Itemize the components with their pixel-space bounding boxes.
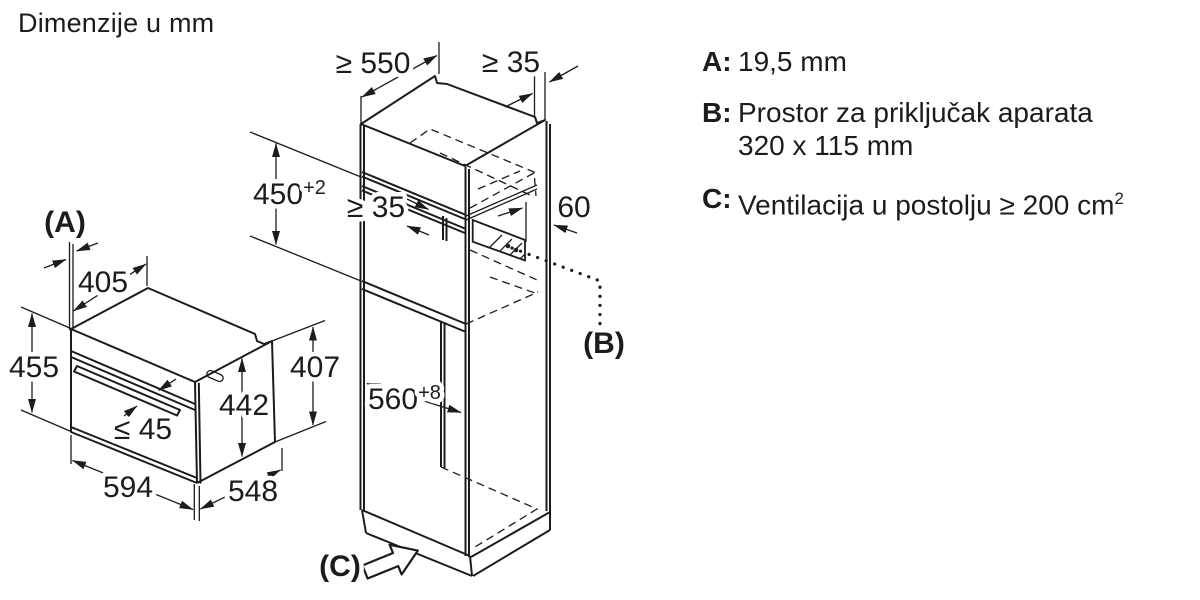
- legend-value-a: 19,5 mm: [738, 46, 847, 77]
- handle-depth-label: ≤ 45: [114, 413, 172, 446]
- cabinet-depth-dimension: [360, 42, 440, 126]
- legend-value-b-line1: Prostor za priključak aparata: [738, 97, 1093, 128]
- overhang-a-dimension: [43, 242, 99, 331]
- cabinet-depth-label: ≥ 550: [336, 47, 411, 80]
- legend-value-c-sup: 2: [1114, 189, 1124, 208]
- rear-gap-60-label: 60: [557, 191, 590, 224]
- rear-gap-60-dimension: [553, 224, 578, 234]
- cabinet-interior-lines: [465, 184, 538, 221]
- oven-width-dimension: [70, 435, 200, 521]
- niche-rear-gap-label: ≥ 35: [347, 191, 405, 224]
- cabinet-top-gap-dimension: [504, 65, 579, 120]
- legend-key-b: B:: [702, 97, 732, 128]
- cabinet-hidden-lines: [409, 128, 539, 548]
- oven-depth-label: 548: [228, 475, 278, 508]
- cabinet-drawing: ≥ 550 ≥ 35 450+2 ≥ 35 60 560+8 (B) (C): [249, 42, 630, 588]
- legend-value-b: Prostor za priključak aparata 320 x 115 …: [738, 96, 1093, 162]
- oven-left-height-dimension: [20, 306, 72, 433]
- oven-top-depth-label: 405: [78, 266, 128, 299]
- page-title: Dimenzije u mm: [18, 8, 215, 38]
- side-grip-recess: [206, 369, 224, 383]
- legend-key-a: A:: [702, 46, 732, 77]
- legend-key-c: C:: [702, 183, 732, 214]
- cabinet-outline: [359, 75, 551, 577]
- legend-item-c: C: Ventilacija u postolju ≥ 200 cm2: [702, 182, 1124, 221]
- niche-height-dimension: [249, 131, 362, 282]
- oven-drawing: (A) 405 455 442 407 ≤ 45 594 548: [4, 202, 345, 521]
- niche-width-label: 560+8: [368, 382, 441, 416]
- oven-depth-dimension: [200, 448, 283, 510]
- oven-left-height-label: 455: [9, 351, 59, 384]
- handle-depth-dimension: [123, 378, 177, 418]
- legend-value-c-text: Ventilacija u postolju ≥ 200 cm: [738, 189, 1115, 221]
- oven-top-depth-dimension: [73, 256, 148, 312]
- label-c: (C): [319, 550, 361, 583]
- label-a: (A): [44, 206, 86, 239]
- legend-value-b-line2: 320 x 115 mm: [738, 130, 914, 161]
- legend-item-a: A: 19,5 mm: [702, 45, 847, 78]
- cabinet-top-gap-label: ≥ 35: [482, 46, 540, 79]
- oven-width-label: 594: [103, 471, 153, 504]
- ventilation-arrow-icon: [361, 543, 419, 580]
- legend-item-b: B: Prostor za priključak aparata 320 x 1…: [702, 96, 1093, 162]
- oven-right-height-label: 407: [290, 351, 340, 384]
- niche-height-label: 450+2: [253, 177, 326, 211]
- label-b: (B): [583, 327, 625, 360]
- niche-rear-gap-dimension: [404, 197, 527, 242]
- niche-width-dimension: [366, 382, 462, 414]
- legend-value-c: Ventilacija u postolju ≥ 200 cm2: [738, 182, 1124, 221]
- oven-front-height-label: 442: [219, 389, 269, 422]
- oven-outline: [70, 287, 276, 484]
- oven-right-height-dimension: [271, 319, 327, 443]
